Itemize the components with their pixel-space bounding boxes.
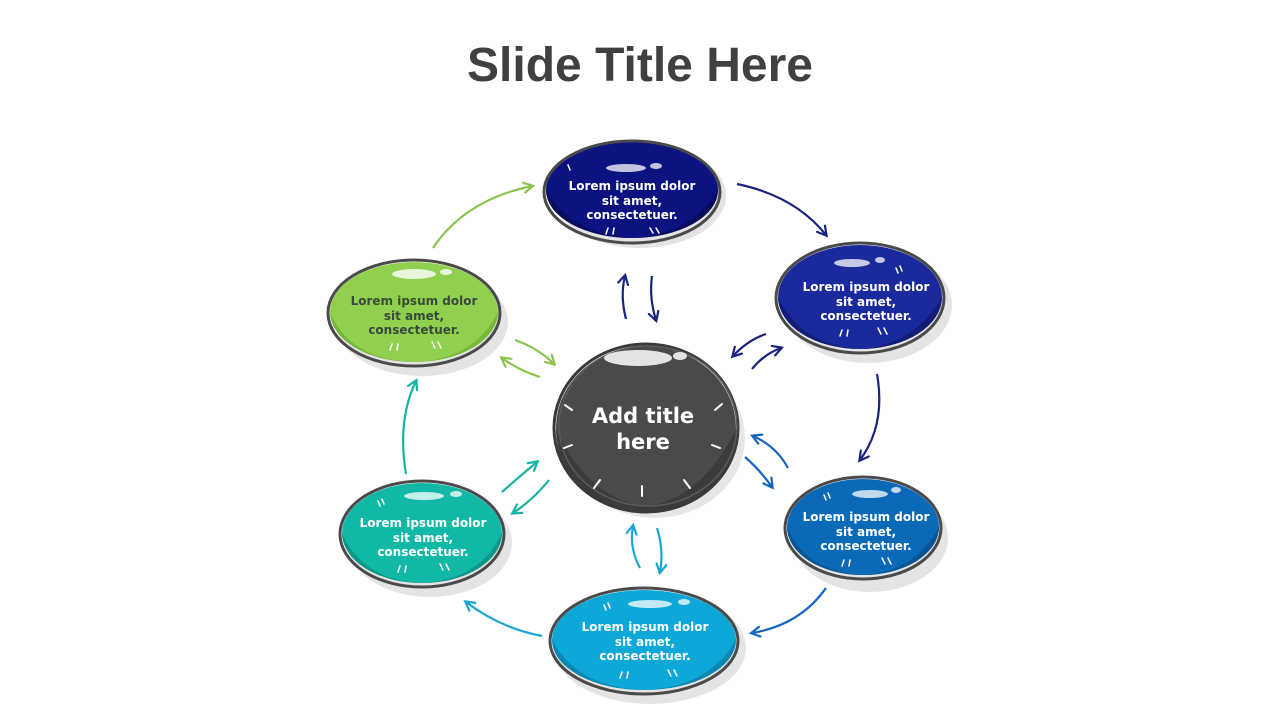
arrow-upper-left-to-top [432,186,532,249]
node-lower-left [338,479,512,597]
arrows-center-lower-left [501,462,550,513]
arrow-upper-right-to-lower-right [860,373,881,460]
arrows-center-upper-left [502,338,554,379]
node-lower-left-text: Lorem ipsum dolor sit amet, consectetuer… [359,516,487,559]
arrow-bottom-to-lower-left [466,602,543,638]
node-upper-right [774,241,952,363]
arrows-center-upper-right [733,332,781,370]
node-bottom-text: Lorem ipsum dolor sit amet, consectetuer… [581,620,709,663]
arrow-top-to-upper-right [736,182,826,235]
arrow-lower-right-to-bottom [752,587,827,633]
node-upper-left-text: Lorem ipsum dolor sit amet, consectetuer… [350,294,478,337]
slide-title: Slide Title Here [467,39,813,92]
arrow-lower-left-to-upper-left [402,381,416,475]
node-lower-right-text: Lorem ipsum dolor sit amet, consectetuer… [802,510,930,553]
center-node-fill [556,346,736,510]
arrows-center-top [623,276,656,320]
arrows-center-lower-right [744,436,789,487]
node-lower-right [783,475,948,592]
node-top-text: Lorem ipsum dolor sit amet, consectetuer… [568,179,696,222]
center-node [552,342,745,518]
node-upper-left [326,258,508,376]
center-title: Add title here [591,404,695,454]
node-upper-right-text: Lorem ipsum dolor sit amet, consectetuer… [802,280,930,323]
arrows-center-bottom [632,526,662,572]
node-bottom [548,586,746,704]
node-top [542,139,726,248]
